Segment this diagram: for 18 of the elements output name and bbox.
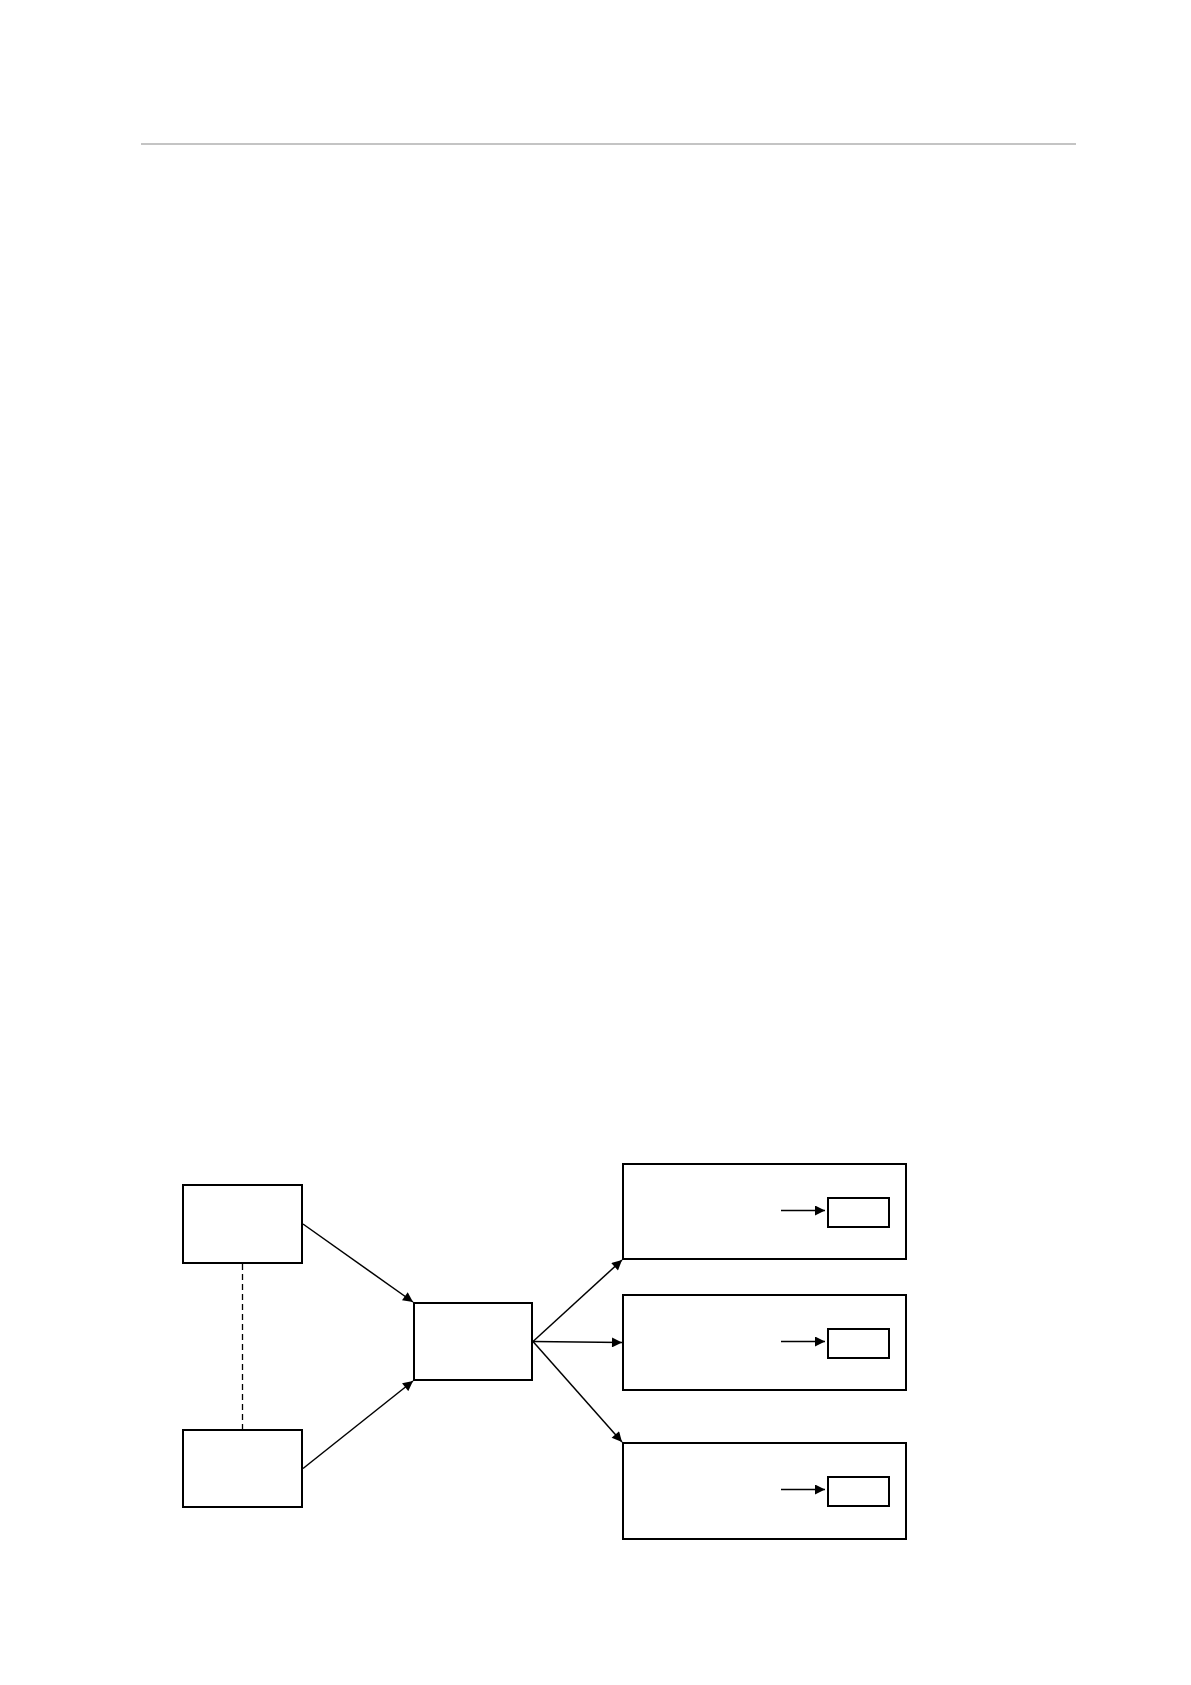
process-box	[413, 1302, 533, 1381]
dashed-line	[241, 1263, 244, 1430]
arrow	[532, 1259, 623, 1343]
arrow	[780, 1484, 826, 1495]
arrow	[302, 1380, 414, 1470]
process-box	[182, 1184, 303, 1264]
arrow	[532, 1340, 623, 1443]
arrow	[532, 1337, 623, 1348]
process-box	[827, 1328, 890, 1359]
process-box	[622, 1294, 907, 1391]
process-box	[827, 1197, 890, 1228]
arrow	[302, 1223, 414, 1303]
process-box	[622, 1442, 907, 1540]
arrow	[780, 1205, 826, 1216]
process-box	[182, 1429, 303, 1508]
process-box	[827, 1476, 890, 1507]
process-box	[622, 1163, 907, 1260]
arrow	[780, 1336, 826, 1347]
